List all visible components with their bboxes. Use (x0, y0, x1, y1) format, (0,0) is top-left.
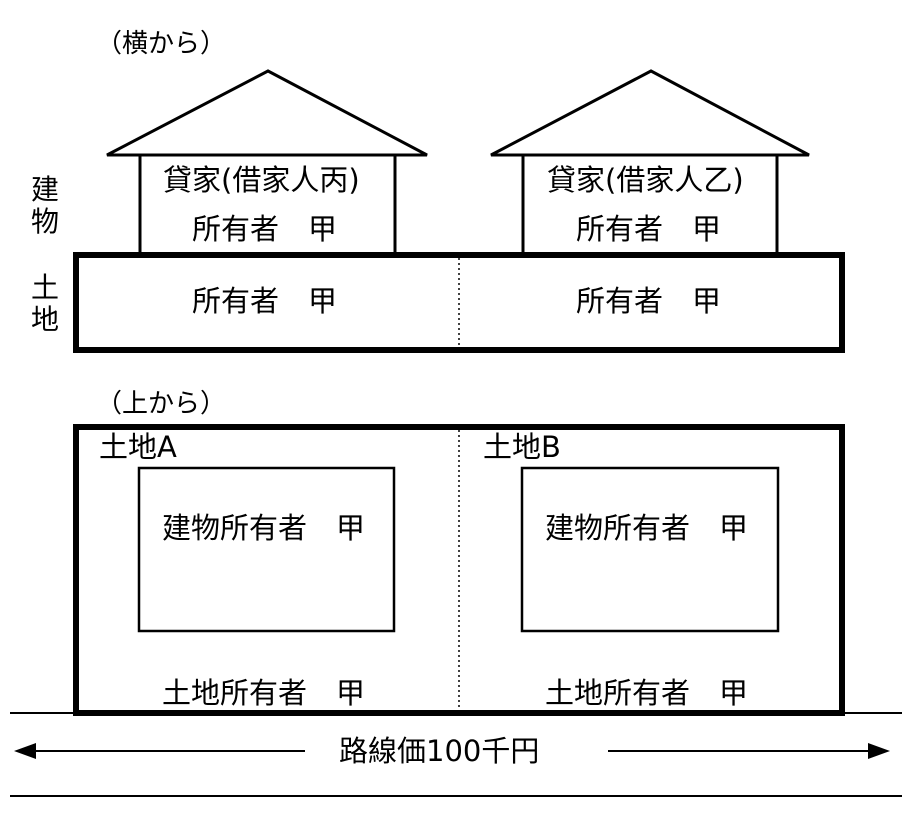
house-left-owner: 所有者 甲 (192, 212, 338, 246)
lot-b-building-owner: 建物所有者 甲 (545, 511, 749, 545)
lot-a-building-owner: 建物所有者 甲 (162, 511, 366, 545)
road-price-label: 路線価100千円 (333, 737, 546, 766)
lot-a-name: 土地A (99, 430, 177, 464)
building-label: 建 物 (30, 173, 59, 239)
land-left-owner: 所有者 甲 (192, 284, 338, 318)
lot-b-name: 土地B (483, 430, 561, 464)
land-label: 土 地 (30, 271, 59, 337)
road-arrow-left-head (14, 743, 36, 759)
house-right-type: 貸家(借家人乙) (547, 163, 744, 197)
roof-right (490, 69, 810, 157)
house-right-owner: 所有者 甲 (576, 212, 722, 246)
house-left-type: 貸家(借家人丙) (163, 163, 360, 197)
top-view-heading: （上から） (96, 389, 227, 419)
land-side-rect (73, 252, 845, 353)
lot-a-land-owner: 土地所有者 甲 (162, 676, 366, 710)
building-b-footprint (520, 466, 780, 633)
lot-b-land-owner: 土地所有者 甲 (545, 676, 749, 710)
building-a-footprint (137, 466, 396, 633)
roof-left (106, 69, 428, 157)
side-view-heading: （横から） (96, 29, 227, 59)
road-arrow-right-head (868, 743, 890, 759)
land-right-owner: 所有者 甲 (576, 284, 722, 318)
